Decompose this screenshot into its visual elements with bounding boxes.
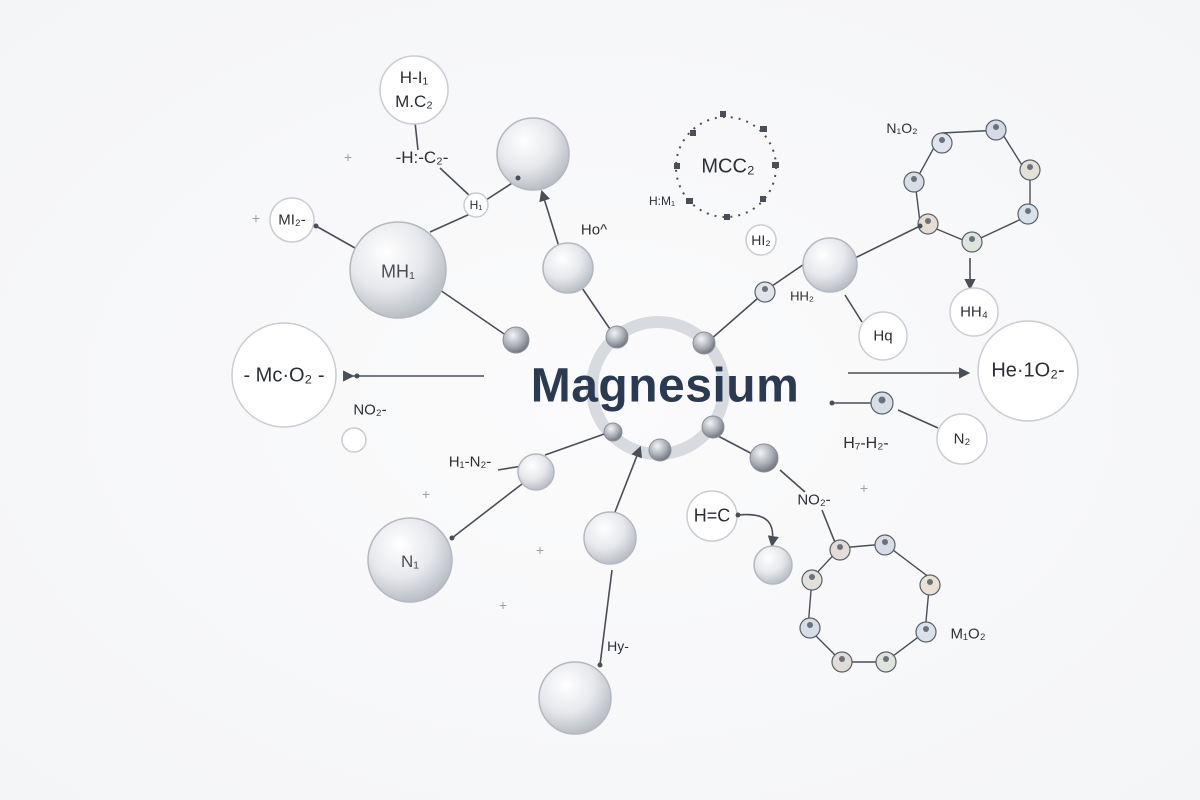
sphere-n1: [367, 517, 453, 603]
label-h1n2: H₁-N₂-: [448, 453, 492, 471]
ring-glyph: [690, 130, 696, 136]
label-mi2: MI₂-: [278, 211, 306, 229]
link-hc-h1: [439, 167, 471, 197]
ring-glyph: [674, 163, 680, 169]
label-top-circle-line1: H-I₁: [399, 68, 429, 87]
atom-ball: [605, 325, 629, 349]
label-hy: Hy-: [607, 638, 629, 654]
node-mi2: [269, 197, 315, 243]
link-ball-center-up: [614, 445, 642, 513]
sparkle-mark: +: [535, 542, 545, 558]
node-n2: [936, 413, 988, 465]
link-ball-topball: [539, 189, 561, 251]
node-mco2: [231, 322, 337, 428]
ring-glyph: [760, 126, 767, 132]
label-ho: Ho^: [580, 221, 608, 239]
label-he: He·1O₂-: [991, 359, 1065, 382]
sphere-ho: [542, 242, 594, 294]
sphere-right-upper: [802, 237, 858, 293]
link-ball-hex: [854, 225, 921, 259]
label-mco2: - Mc·O₂ -: [243, 364, 325, 387]
atom-ball: [603, 422, 623, 442]
label-hm: H:M₁: [648, 194, 676, 208]
sparkle-mark: +: [343, 149, 353, 165]
link-n1-ball: [451, 483, 523, 539]
label-h1: H₁: [469, 198, 483, 212]
ring-glyph: [724, 214, 730, 220]
atom-ball: [749, 443, 779, 473]
node-h1: [463, 192, 489, 218]
link-ball-center: [544, 431, 611, 456]
sparkle-mark: +: [859, 480, 869, 496]
label-n1: N₁: [400, 552, 420, 571]
link-avatar-n2: [897, 409, 939, 429]
node-hq: [858, 311, 908, 361]
ring-glyph: [720, 111, 726, 117]
label-hh-mid: H₇-H₂-: [843, 435, 889, 452]
label-n2: N₂: [953, 430, 971, 448]
link-h1-mh1: [429, 213, 471, 233]
link-ball-hq: [844, 294, 863, 323]
sparkle-mark: +: [421, 486, 431, 502]
atom-ball: [692, 331, 716, 355]
ring-glyph: [772, 162, 779, 168]
sphere-hc-right: [753, 545, 793, 585]
sphere-top: [496, 117, 570, 191]
link-hc-ball: [737, 513, 779, 548]
label-no2-left: NO₂-: [353, 401, 387, 419]
atom-ball: [701, 415, 725, 439]
node-small-left: [341, 427, 367, 453]
link-mh1-ball: [439, 289, 511, 339]
sparkle-mark: +: [251, 210, 261, 226]
link-no2-hex2: [821, 509, 837, 546]
central-title: Magnesium: [530, 359, 800, 413]
ring-glyph: [760, 196, 766, 202]
label-hi2: HI₂: [751, 232, 771, 248]
sphere-h1n2: [517, 453, 555, 491]
label-no2-mid: NO₂-: [797, 491, 831, 509]
label-mh1: MH₁: [380, 261, 416, 282]
sphere-bottom: [538, 661, 612, 735]
label-mcc2: MCC₂: [701, 155, 755, 178]
node-top-circle: [379, 55, 449, 125]
node-he: [977, 320, 1079, 422]
label-n1o2: N₁O₂: [886, 120, 918, 136]
atom-ball: [648, 438, 672, 462]
link-center-right-ball: [709, 291, 766, 341]
label-hh4: HH₄: [960, 303, 988, 321]
label-hc-minus: -H:-C₂-: [395, 148, 449, 167]
label-mo2: M₁O₂: [950, 625, 986, 643]
label-hq: Hq: [873, 327, 893, 345]
node-hh4: [949, 287, 999, 337]
link-center-topball: [579, 284, 613, 333]
link-bottom-center: [599, 569, 613, 666]
link-ball-no2: [779, 469, 806, 493]
link-top-circle-hc: [414, 121, 419, 151]
link-h1n2-ball: [497, 465, 523, 471]
ring-glyph: [686, 198, 693, 204]
label-hc-eq: H=C: [693, 505, 731, 526]
sparkle-mark: +: [498, 597, 508, 613]
label-hh2: HH₂: [790, 288, 814, 304]
atom-ball: [502, 326, 530, 354]
node-hi2: [745, 224, 777, 256]
hexagon-lower-right: [807, 543, 931, 663]
link-mi2-mh1: [315, 225, 356, 249]
sphere-mh1: [349, 221, 447, 319]
sphere-bottom-mid: [583, 511, 637, 565]
label-top-circle-line2: M.C₂: [395, 92, 433, 111]
